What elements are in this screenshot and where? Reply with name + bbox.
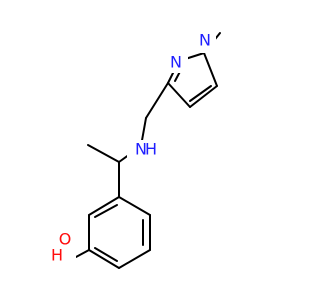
amine-bg [127, 140, 153, 160]
bond-ar-c6-c1 [88, 196, 120, 216]
bond-ar-oh [75, 249, 90, 258]
bond-c5-c4 [189, 85, 218, 108]
bond-n1-c5 [203, 52, 218, 87]
bond-c5-c4-inner [189, 85, 212, 102]
n-methyl-label: N [199, 31, 211, 50]
n-ring-bg [166, 53, 188, 73]
n-ring-label: N [170, 53, 182, 72]
bond-ar-inner-2 [94, 247, 118, 262]
structure-diagram: N N N H O H [42, 30, 221, 269]
molecule-canvas: N N N H O H [42, 30, 221, 269]
n-amine-label: N [135, 140, 147, 159]
n-methyl-bg [194, 31, 216, 53]
o-phenol-label: O [59, 230, 72, 249]
h-amine-label: H [145, 140, 157, 159]
bond-ar-c4-c5 [88, 249, 120, 269]
h-phenol-label: H [51, 246, 63, 265]
bond-ar-c1-c2 [118, 196, 151, 216]
bond-c4-c3 [167, 82, 191, 108]
phenol-bg [42, 230, 76, 264]
bond-c3-ch2 [145, 82, 169, 119]
bond-ar-inner-3 [94, 204, 118, 218]
bond-ar-c3-c4 [118, 249, 151, 269]
bond-ch-methyl [87, 144, 120, 163]
